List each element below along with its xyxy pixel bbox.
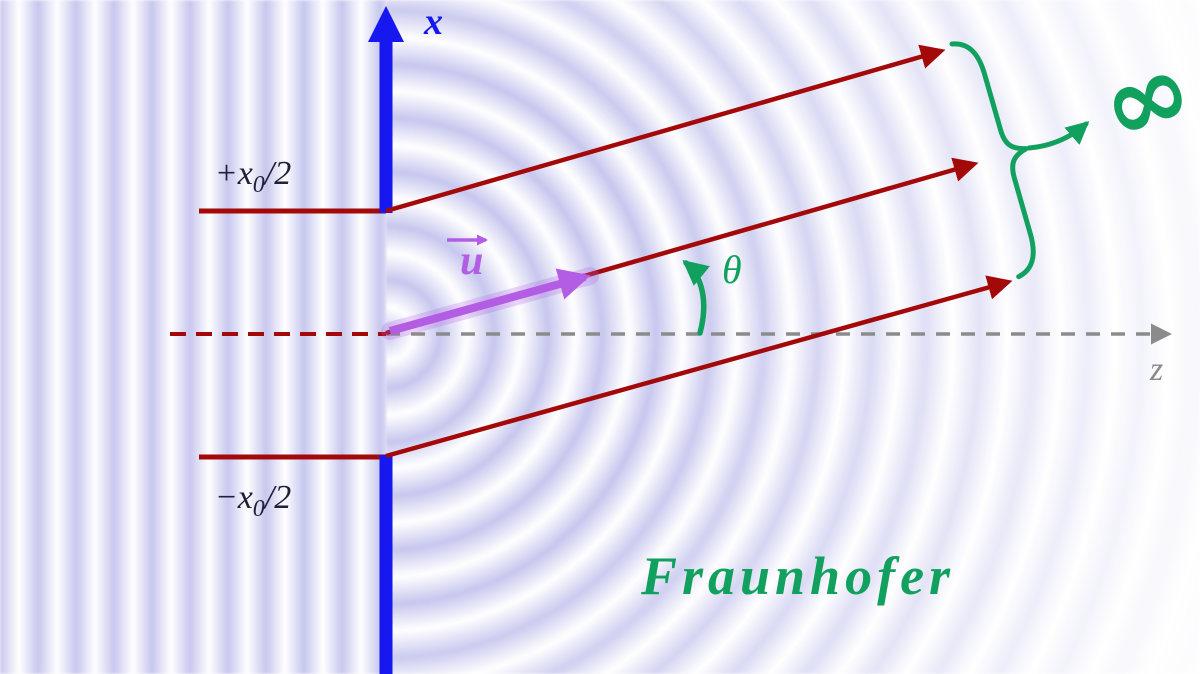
theta-angle-arc-arrow [682, 259, 710, 336]
slit-top-label: +x0/2 [215, 155, 292, 198]
theta-label: θ [722, 247, 742, 292]
incident-plane-wavefronts [0, 0, 386, 674]
regime-title: Fraunhofer [640, 546, 955, 606]
slit-bottom-label: −x0/2 [215, 479, 292, 522]
farfield-fade-overlay [386, 0, 1200, 674]
slit-bottom-label-den: /2 [263, 479, 291, 516]
slit-top-label-main: +x [215, 155, 253, 192]
x-axis-label: x [423, 1, 443, 43]
slit-bottom-label-main: −x [215, 479, 253, 516]
infinity-symbol: ∞ [1084, 26, 1200, 171]
to-infinity-arrow [1026, 121, 1090, 151]
z-axis-label: z [1149, 351, 1163, 388]
wave-vector-arrow [388, 268, 591, 335]
slit-top-label-den: /2 [263, 155, 291, 192]
diffracted-ray-bottom [385, 275, 1013, 459]
x-axis-arrowhead [368, 6, 404, 42]
rays-group-brace [949, 41, 1036, 280]
diffracted-ray-top [385, 44, 946, 214]
wave-vector-label: u [460, 238, 483, 284]
slit-bottom-label-sub: 0 [253, 496, 265, 522]
slit-top-label-sub: 0 [253, 172, 265, 198]
curly-brace [949, 41, 1036, 280]
